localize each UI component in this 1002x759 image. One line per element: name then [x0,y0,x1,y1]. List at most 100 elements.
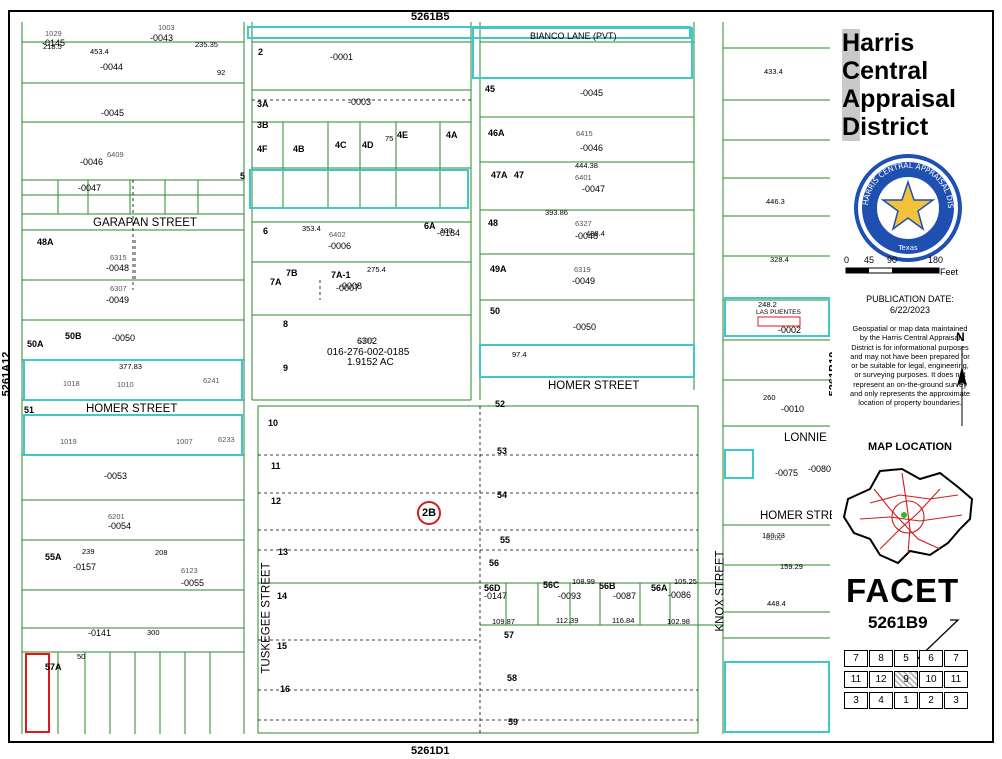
lot-dimension: 75 [385,134,394,143]
lot-dimension: 275.4 [367,265,386,274]
title-line-1: Harris [842,29,915,57]
account-label: 6201 [108,512,125,521]
block-number: 3B [257,120,269,130]
street-bianco-lane: BIANCO LANE (PVT) [530,31,617,41]
facet-grid-cell[interactable]: 7 [944,650,968,667]
block-number: 53 [497,446,508,456]
publication-date-block: PUBLICATION DATE: 6/22/2023 [842,294,978,316]
adjacent-facet-bottom[interactable]: 5261D1 [411,745,450,757]
facet-grid-cell[interactable]: 11 [844,671,868,688]
block-number: 5 [240,171,246,181]
facet-grid-cell[interactable]: 1 [894,692,918,709]
street-lonnie: LONNIE [784,432,827,444]
block-number: 55 [500,535,511,545]
block-number: 4D [362,140,374,150]
account-label: 6327 [575,219,592,228]
map-badge[interactable]: 2B [417,501,441,525]
scale-unit: Feet [940,267,959,277]
lot-dimension: 50 [77,652,86,661]
block-number: 56 [489,558,500,568]
lot-dimension: 116.84 [612,616,635,625]
account-suffix: -0006 [328,241,352,251]
disclaimer-text: Geospatial or map data maintained by the… [850,324,970,408]
facet-grid-cell[interactable]: 10 [919,671,943,688]
district-seal: HARRIS CENTRAL APPRAISAL DISTRICT Texas [852,152,962,262]
interior-dashed-lines [132,99,698,734]
parcel-account-number: 016-276-002-0185 [327,347,410,358]
account-label: 6233 [218,435,235,444]
account-suffix: -0048 [106,263,130,273]
title-line-4: District [842,113,929,141]
account-suffix: -0086 [668,590,692,600]
lot-dimension: 260 [763,393,776,402]
block-number: 11 [271,461,281,471]
account-suffix: -0008 [339,281,363,291]
lot-dimension: 97.4 [512,350,527,359]
street-homer-east: HOMER STREET [548,380,640,392]
account-label: 6402 [329,230,346,239]
facet-grid-cell[interactable]: 3 [844,692,868,709]
facet-grid-cell[interactable]: 4 [869,692,893,709]
lot-dimension: 218.5 [43,42,62,51]
facet-grid-cell[interactable]: 5 [894,650,918,667]
street-tuskegee: TUSKEGEE STREET [260,562,273,674]
account-suffix: -0047 [582,184,606,194]
block-number: 57 [504,630,515,640]
facet-grid-cell[interactable]: 7 [844,650,868,667]
lot-dimension: 100 [440,226,453,235]
lot-dimension: 160.23 [762,531,785,540]
lot-dimension: 453.4 [90,47,109,56]
block-number: 56A [651,583,668,593]
account-label: 6302 [357,336,374,345]
subdivision-outlines [23,26,830,733]
block-number: 56C [543,580,560,590]
block-number: 4E [397,130,409,140]
account-label: 1018 [63,379,80,388]
account-suffix: -0087 [613,591,637,601]
account-label: 1029 [45,29,62,38]
block-number: 56D [484,583,501,593]
adjacent-facet-top[interactable]: 5261B5 [411,11,450,23]
block-number: 7A-1 [331,270,351,280]
block-number: 14 [277,591,288,601]
facet-grid-cell[interactable]: 12 [869,671,893,688]
account-suffix: -0003 [348,97,372,107]
account-label: 6123 [181,566,198,575]
lot-dimension: 446.3 [766,197,785,206]
account-suffix: -0054 [108,521,132,531]
facet-grid-cell[interactable]: 11 [944,671,968,688]
facet-grid-cell[interactable]: 9 [894,671,918,688]
block-number: 46A [488,128,505,138]
block-number: 59 [508,717,519,727]
lot-dimension: 438.4 [586,229,605,238]
scale-tick-45: 45 [864,255,875,265]
facet-grid-cell[interactable]: 8 [869,650,893,667]
parcel-account-label: 6302 [357,336,378,346]
block-number: 4A [446,130,458,140]
block-number: 4F [257,144,268,154]
lot-dimension: 92 [217,68,226,77]
scale-tick-90: 90 [887,255,898,265]
facet-grid-cell[interactable]: 3 [944,692,968,709]
title-line-2: Central [842,57,929,85]
adjacent-facet-left[interactable]: 5261A12 [0,351,13,397]
account-suffix: -0046 [80,157,104,167]
account-label: 1010 [117,380,134,389]
account-label: 6202 [766,533,783,542]
block-number: 47 [514,170,525,180]
account-label: 6409 [107,150,124,159]
street-homer-right: HOMER STRE [760,510,837,522]
account-suffix: -0053 [104,471,128,481]
facet-grid-cell[interactable]: 2 [919,692,943,709]
block-number: 10 [268,418,279,428]
account-label: 6401 [575,173,592,182]
north-arrow-icon [957,346,967,426]
account-label: 6319 [574,265,591,274]
account-suffix: -0050 [112,333,136,343]
block-number: 15 [277,641,288,651]
block-number: 12 [271,496,282,506]
lot-dimension: 444.38 [575,161,598,170]
lot-dimension: 239 [82,547,95,556]
facet-grid-cell[interactable]: 6 [919,650,943,667]
